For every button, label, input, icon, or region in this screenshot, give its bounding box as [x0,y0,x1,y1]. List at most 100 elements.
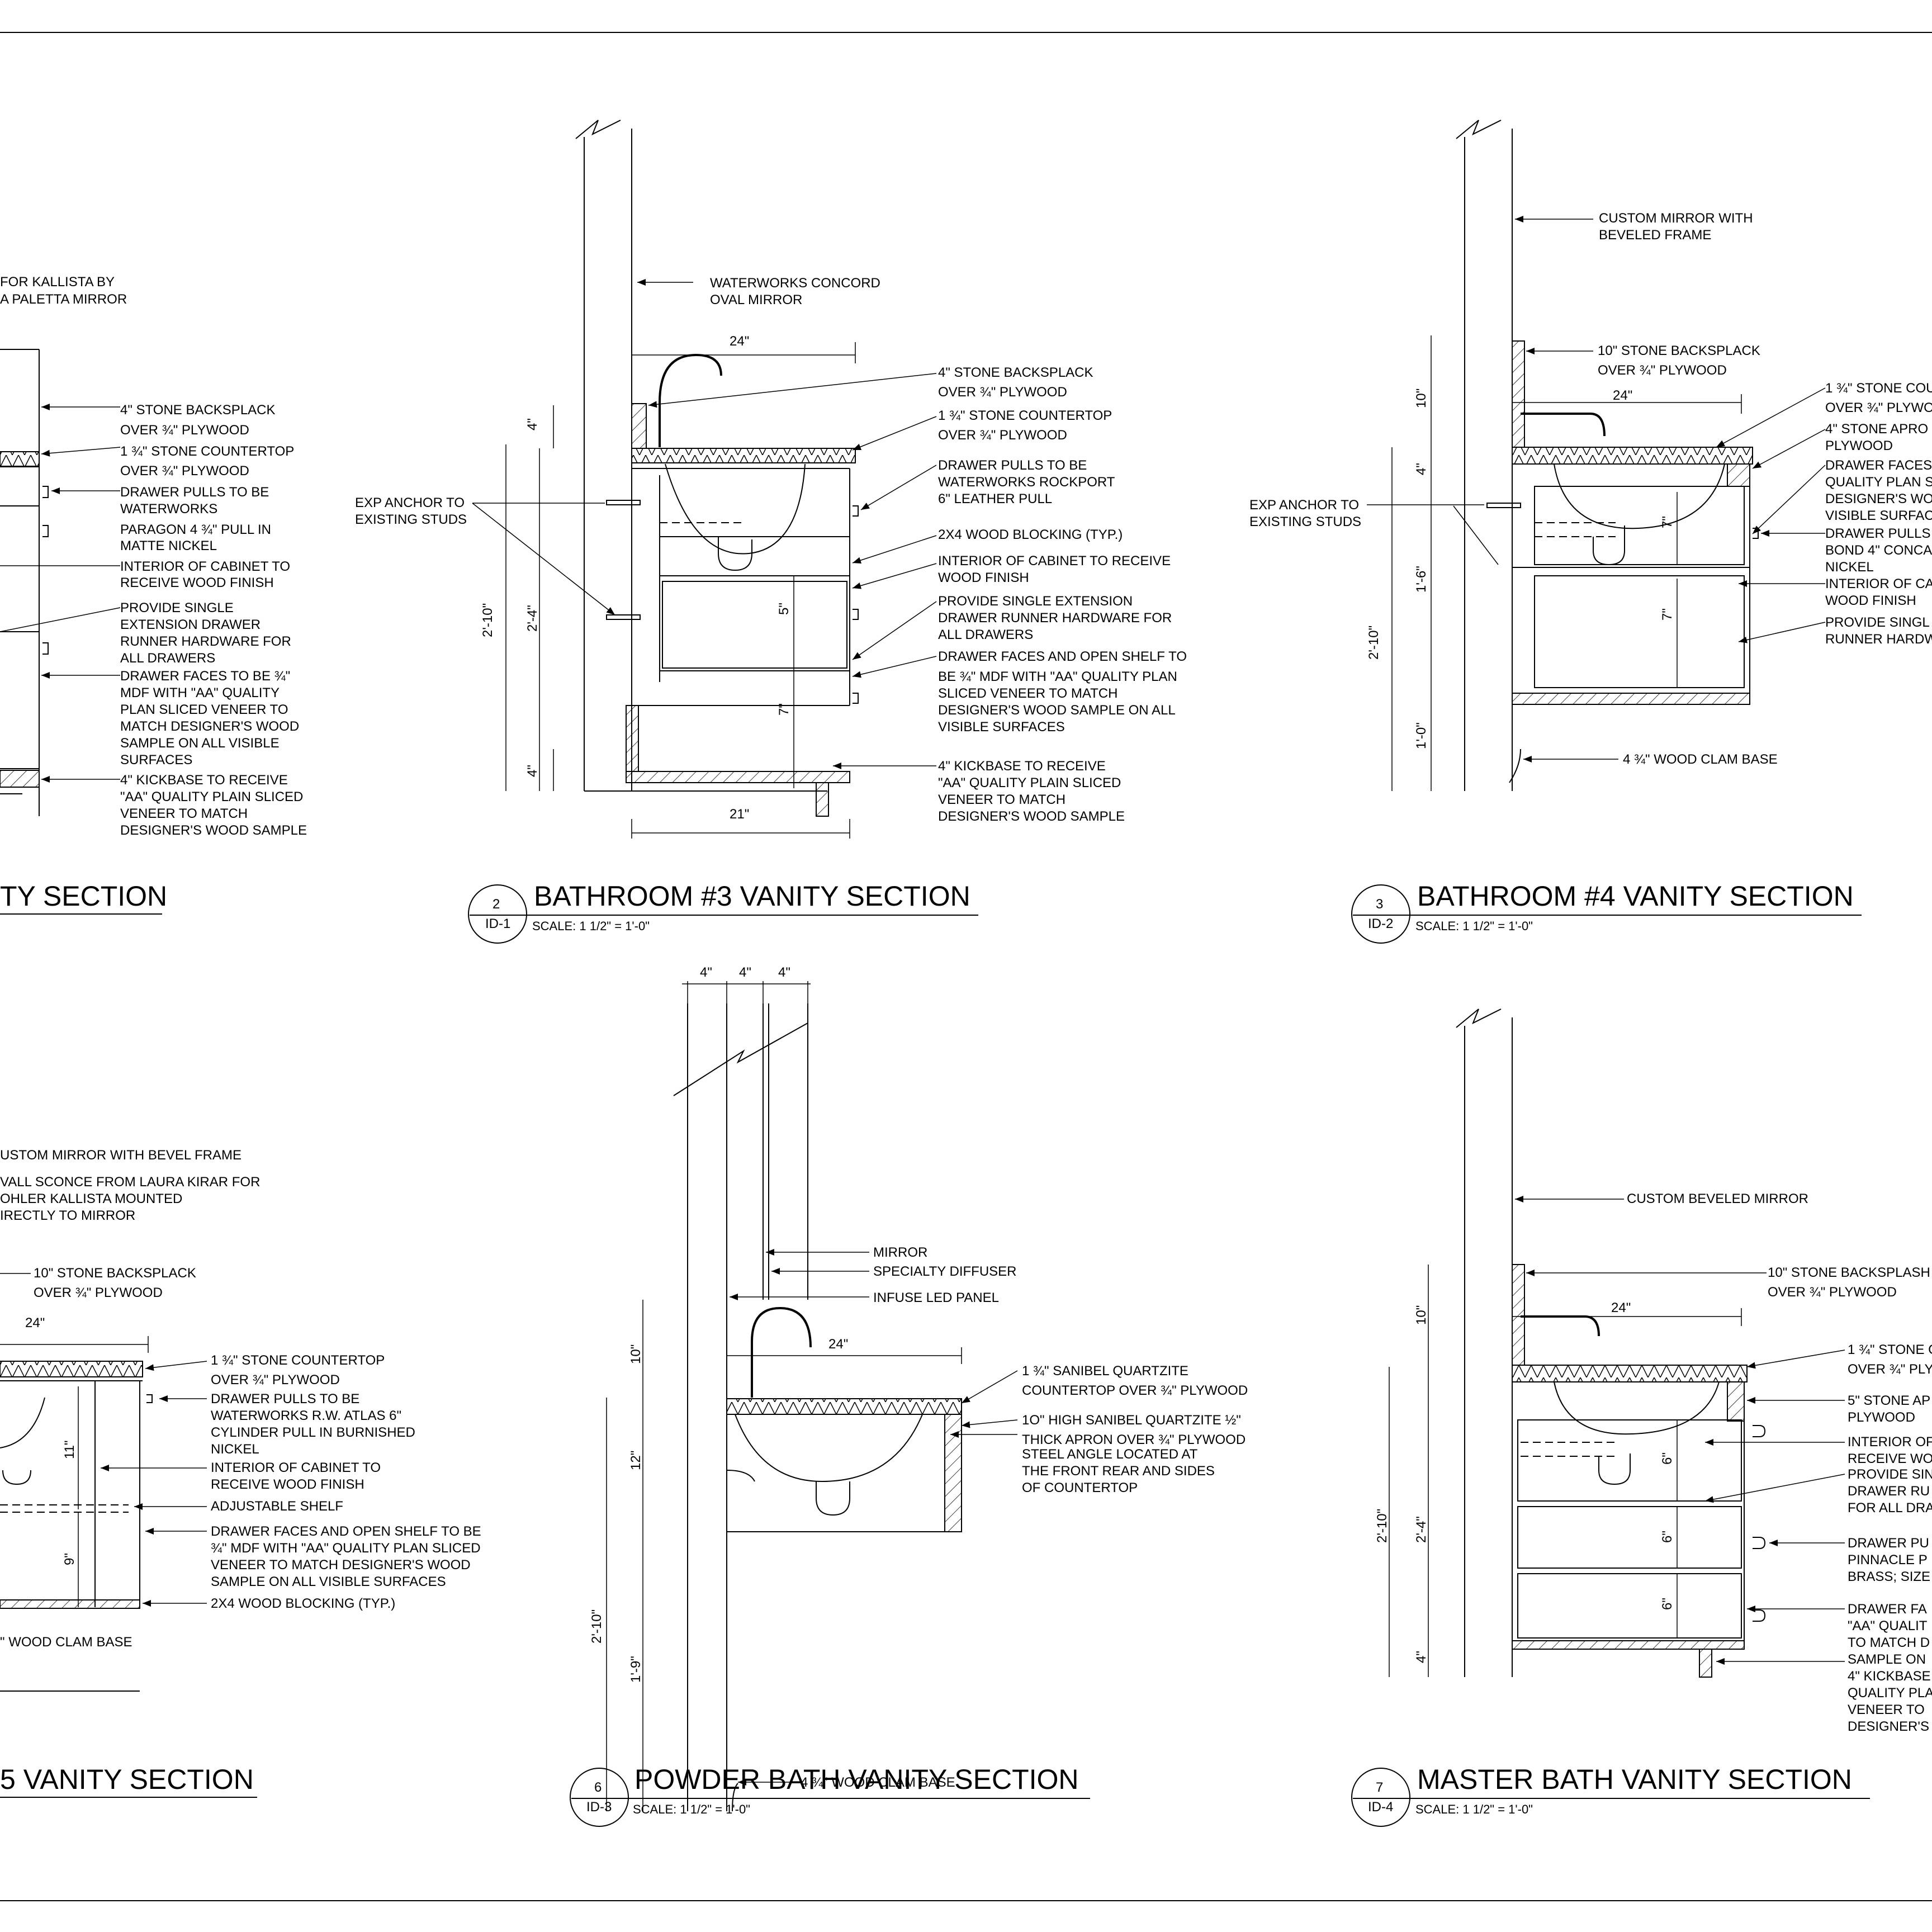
note: DRAWER PULLS TO BE [938,458,1087,473]
note: OVER ¾" PLYWOOD [938,428,1067,443]
section-6-notes: MIRROR SPECIALTY DIFFUSER INFUSE LED PAN… [801,1245,1248,1790]
section-5-notes: USTOM MIRROR WITH BEVEL FRAME VALL SCONC… [0,1148,481,1650]
note: DESIGNER'S [1848,1719,1929,1734]
dimension-label: 12" [628,1451,643,1470]
dimension-label: 5" [776,603,792,615]
note: BOND 4" CONCA [1825,543,1932,558]
note: " WOOD CLAM BASE [0,1635,132,1650]
dimension-label: 1'-6" [1414,566,1429,593]
note: BE ¾" MDF WITH "AA" QUALITY PLAN [938,669,1177,684]
note: DRAWER PULLS TO BE [211,1391,359,1407]
note: DESIGNER'S WOOD SAMPLE [938,809,1125,824]
note: SAMPLE ON ALL VISIBLE SURFACES [211,1574,446,1589]
note: PROVIDE SIN [1848,1467,1932,1482]
section-3-dims: 24" 10" 4" 1'-6" 2'-10" 1'-0" 7" 7" [1366,388,1675,749]
note: VENEER TO [1848,1702,1925,1717]
dimension-label: 24" [25,1315,45,1330]
note: RECEIVE WO [1848,1451,1932,1466]
note: CUSTOM MIRROR WITH [1599,211,1753,226]
dimension-label: 24" [1613,388,1632,403]
note: A PALETTA MIRROR [0,292,127,307]
section-5-dims: 24" 11" 9" [25,1315,77,1565]
note: THE FRONT REAR AND SIDES [1022,1464,1215,1479]
note: 5" STONE AP [1848,1393,1930,1408]
dimension-label: 2'-10" [480,603,495,637]
note: RUNNER HARDWARE FOR [120,634,291,649]
dimension-label: 7" [1660,516,1675,528]
note: OF COUNTERTOP [1022,1480,1138,1495]
note: OVER ¾" PLYWO [1825,400,1932,415]
section-title: POWDER BATH VANITY SECTION [634,1764,1079,1795]
dimension-label: 2'-10" [1375,1509,1390,1543]
section-title: BATHROOM #4 VANITY SECTION [1417,880,1854,912]
note: FOR KALLISTA BY [0,274,115,290]
section-5-drawing [0,1336,153,1692]
section-1-leaders [0,404,121,783]
dimension-label: 24" [730,334,749,349]
note: NICKEL [211,1442,259,1457]
note: 1 ¾" STONE COU [1825,381,1932,396]
note: 4" KICKBASE [1848,1669,1931,1684]
note: USTOM MIRROR WITH BEVEL FRAME [0,1148,242,1163]
dimension-label: 2'-4" [525,605,540,632]
note: INFUSE LED PANEL [873,1290,999,1305]
note: QUALITY PLAN S [1825,475,1932,490]
note: MATCH DESIGNER'S WOOD [120,719,299,734]
note: DRAWER PU [1848,1536,1929,1551]
note: INTERIOR OF CABINET TO RECEIVE [938,553,1171,569]
section-6-drawing [606,981,962,1812]
note: OVER ¾" PLYWOOD [1768,1285,1897,1300]
note: OHLER KALLISTA MOUNTED [0,1191,182,1206]
note: MATTE NICKEL [120,538,217,553]
note: 4" KICKBASE TO RECEIVE [120,773,288,788]
note: DESIGNER'S WO [1825,491,1932,506]
detail-bubble-ref: ID-4 [1368,1800,1393,1815]
dimension-label: 6" [1660,1531,1675,1543]
detail-bubble-number: 6 [594,1780,602,1795]
note: 1 ¾" STONE COUNTERTOP [211,1353,385,1368]
detail-bubble [570,1768,629,1827]
note: SAMPLE ON ALL VISIBLE [120,736,280,751]
note: PLYWOOD [1825,438,1893,453]
note: BRASS; SIZE [1848,1569,1930,1584]
dimension-label: 6" [1660,1598,1675,1610]
dimension-label: 1'-9" [628,1656,643,1683]
section-5-leaders [0,1273,207,1607]
note: OVER ¾" PLYWOOD [1598,363,1727,378]
note: STEEL ANGLE LOCATED AT [1022,1447,1198,1462]
dimension-label: 9" [62,1553,77,1565]
section-5: 24" 11" 9" USTOM MIRROR WITH BEVEL FRAME… [0,1148,481,1798]
note: NICKEL [1825,560,1874,575]
note: PINNACLE P [1848,1552,1928,1568]
detail-bubble [1351,1768,1410,1827]
note: 1 ¾" STONE C [1848,1342,1932,1357]
note: OVER ¾" PLY [1848,1362,1932,1377]
dimension-label: 10" [1414,1305,1429,1325]
note: DRAWER FACES AND OPEN SHELF TO [938,649,1187,664]
section-title: BATHROOM #3 VANITY SECTION [534,880,970,912]
note: INTERIOR OF CABINET TO [211,1460,381,1475]
note: THICK APRON OVER ¾" PLYWOOD [1022,1432,1246,1447]
note: DRAWER FACES AND OPEN SHELF TO BE [211,1524,481,1539]
note: MIRROR [873,1245,927,1260]
note: ALL DRAWERS [938,627,1033,642]
note: OVER ¾" PLYWOOD [938,385,1067,400]
section-3-leaders [1367,216,1826,763]
scale-label: SCALE: 1 1/2" = 1'-0" [633,1802,750,1816]
section-7-drawing [1389,1008,1766,1678]
note: "AA" QUALIT [1848,1618,1928,1633]
detail-bubble-number: 3 [1376,897,1383,912]
note: CYLINDER PULL IN BURNISHED [211,1425,415,1440]
note: EXP ANCHOR TO [355,495,465,510]
note: OVER ¾" PLYWOOD [120,463,249,479]
note: INTERIOR OF CA [1825,576,1932,591]
note: 4 ¾" WOOD CLAM BASE [1623,752,1778,767]
note: DRAWER FACES TO BE ¾" [120,669,290,684]
section-2-title-block: 2 ID-1 BATHROOM #3 VANITY SECTION SCALE:… [468,880,978,944]
detail-bubble-number: 2 [493,897,500,912]
section-7-dims: 24" 10" 2'-10" 2'-4" 6" 6" 6" 4" [1375,1300,1675,1663]
note: VISIBLE SURFACES [938,719,1065,735]
dimension-label: 6" [1660,1452,1675,1465]
dimension-label: 10" [1414,389,1429,408]
note: 1O" HIGH SANIBEL QUARTZITE ½" [1022,1413,1241,1428]
